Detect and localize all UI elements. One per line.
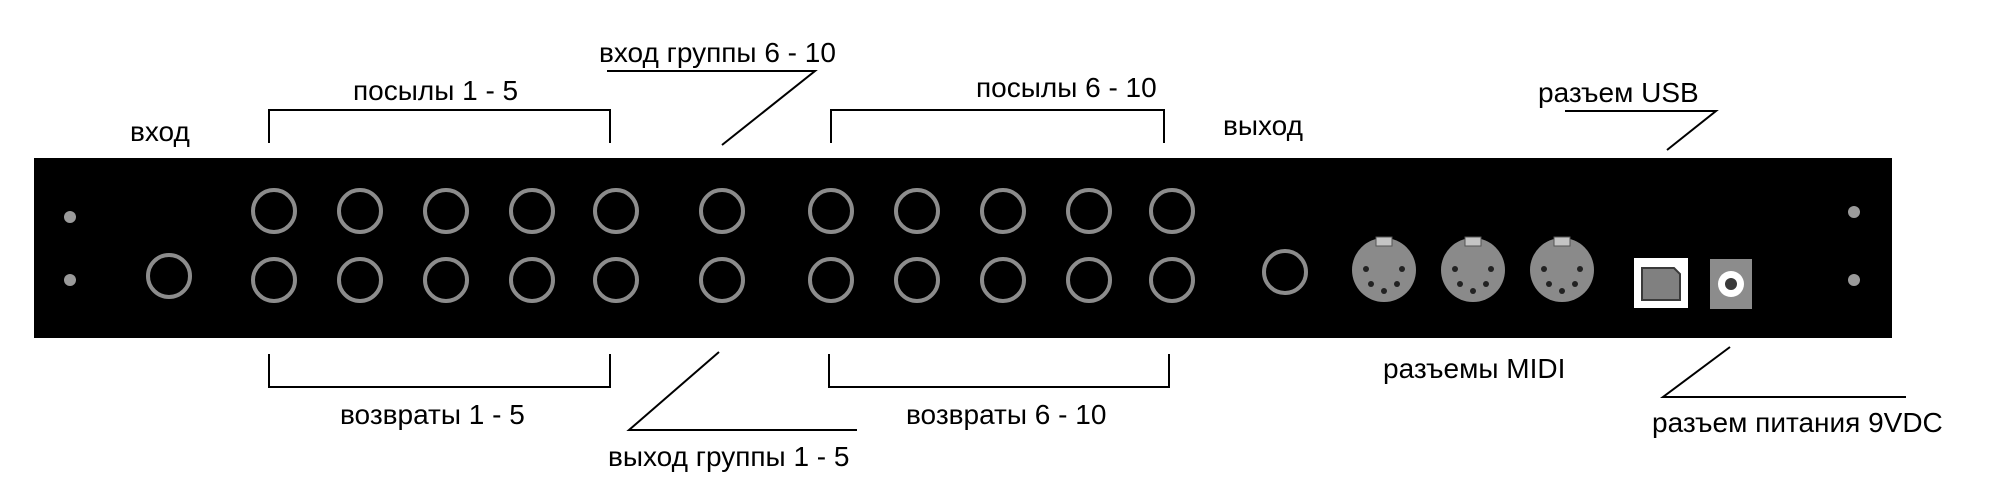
returns-1-5-jacks (251, 257, 639, 303)
return-jack-icon (593, 257, 639, 303)
rack-screw-icon (1848, 206, 1860, 218)
send-jack-icon (894, 188, 940, 234)
annotation-lines (268, 70, 1906, 431)
power-connector-label: разъем питания 9VDC (1652, 407, 1943, 438)
returns-6-10-jacks (808, 257, 1195, 303)
return-jack-icon (337, 257, 383, 303)
return-jack-icon (808, 257, 854, 303)
return-jack-icon (423, 257, 469, 303)
sends-1-5-jacks (251, 188, 639, 234)
returns-6-10-bracket (828, 354, 1170, 388)
input-label: вход (130, 116, 190, 147)
group-input-label: вход группы 6 - 10 (599, 37, 836, 68)
send-jack-icon (251, 188, 297, 234)
sends-6-10-bracket (830, 109, 1165, 143)
midi-connectors (1352, 236, 1594, 302)
return-jack-icon (509, 257, 555, 303)
midi-din-icon (1352, 236, 1416, 302)
group-output-leader (626, 351, 857, 431)
midi-din-icon (1441, 236, 1505, 302)
send-jack-icon (423, 188, 469, 234)
output-jack-icon (1262, 249, 1308, 295)
usb-leader (1565, 110, 1719, 151)
rack-screws (64, 206, 1860, 286)
returns-1-5-label: возвраты 1 - 5 (340, 399, 525, 430)
send-jack-icon (1066, 188, 1112, 234)
rack-screw-icon (64, 211, 76, 223)
return-jack-icon (980, 257, 1026, 303)
usb-b-icon (1634, 258, 1688, 308)
group-input-leader (607, 70, 818, 146)
send-jack-icon (509, 188, 555, 234)
sends-1-5-label: посылы 1 - 5 (353, 75, 518, 106)
return-jack-icon (1149, 257, 1195, 303)
sends-6-10-jacks (808, 188, 1195, 234)
return-jack-icon (1066, 257, 1112, 303)
output-label: выход (1223, 110, 1303, 141)
send-jack-icon (1149, 188, 1195, 234)
midi-din-icon (1530, 236, 1594, 302)
send-jack-icon (808, 188, 854, 234)
rack-screw-icon (1848, 274, 1860, 286)
returns-6-10-label: возвраты 6 - 10 (906, 399, 1106, 430)
group-output-label: выход группы 1 - 5 (608, 441, 850, 472)
group-input-jack-icon (699, 188, 745, 234)
rack-panel (34, 158, 1892, 338)
usb-connector-label: разъем USB (1538, 77, 1699, 108)
send-jack-icon (980, 188, 1026, 234)
group-output-jack-icon (699, 257, 745, 303)
midi-connectors-label: разъемы MIDI (1383, 353, 1565, 384)
sends-1-5-bracket (268, 109, 611, 143)
sends-6-10-label: посылы 6 - 10 (976, 72, 1157, 103)
return-jack-icon (894, 257, 940, 303)
returns-1-5-bracket (268, 354, 611, 388)
send-jack-icon (593, 188, 639, 234)
rack-screw-icon (64, 274, 76, 286)
return-jack-icon (251, 257, 297, 303)
send-jack-icon (337, 188, 383, 234)
power-leader (1659, 346, 1906, 398)
input-jack-icon (146, 253, 192, 299)
dc-power-jack-icon (1710, 259, 1752, 309)
